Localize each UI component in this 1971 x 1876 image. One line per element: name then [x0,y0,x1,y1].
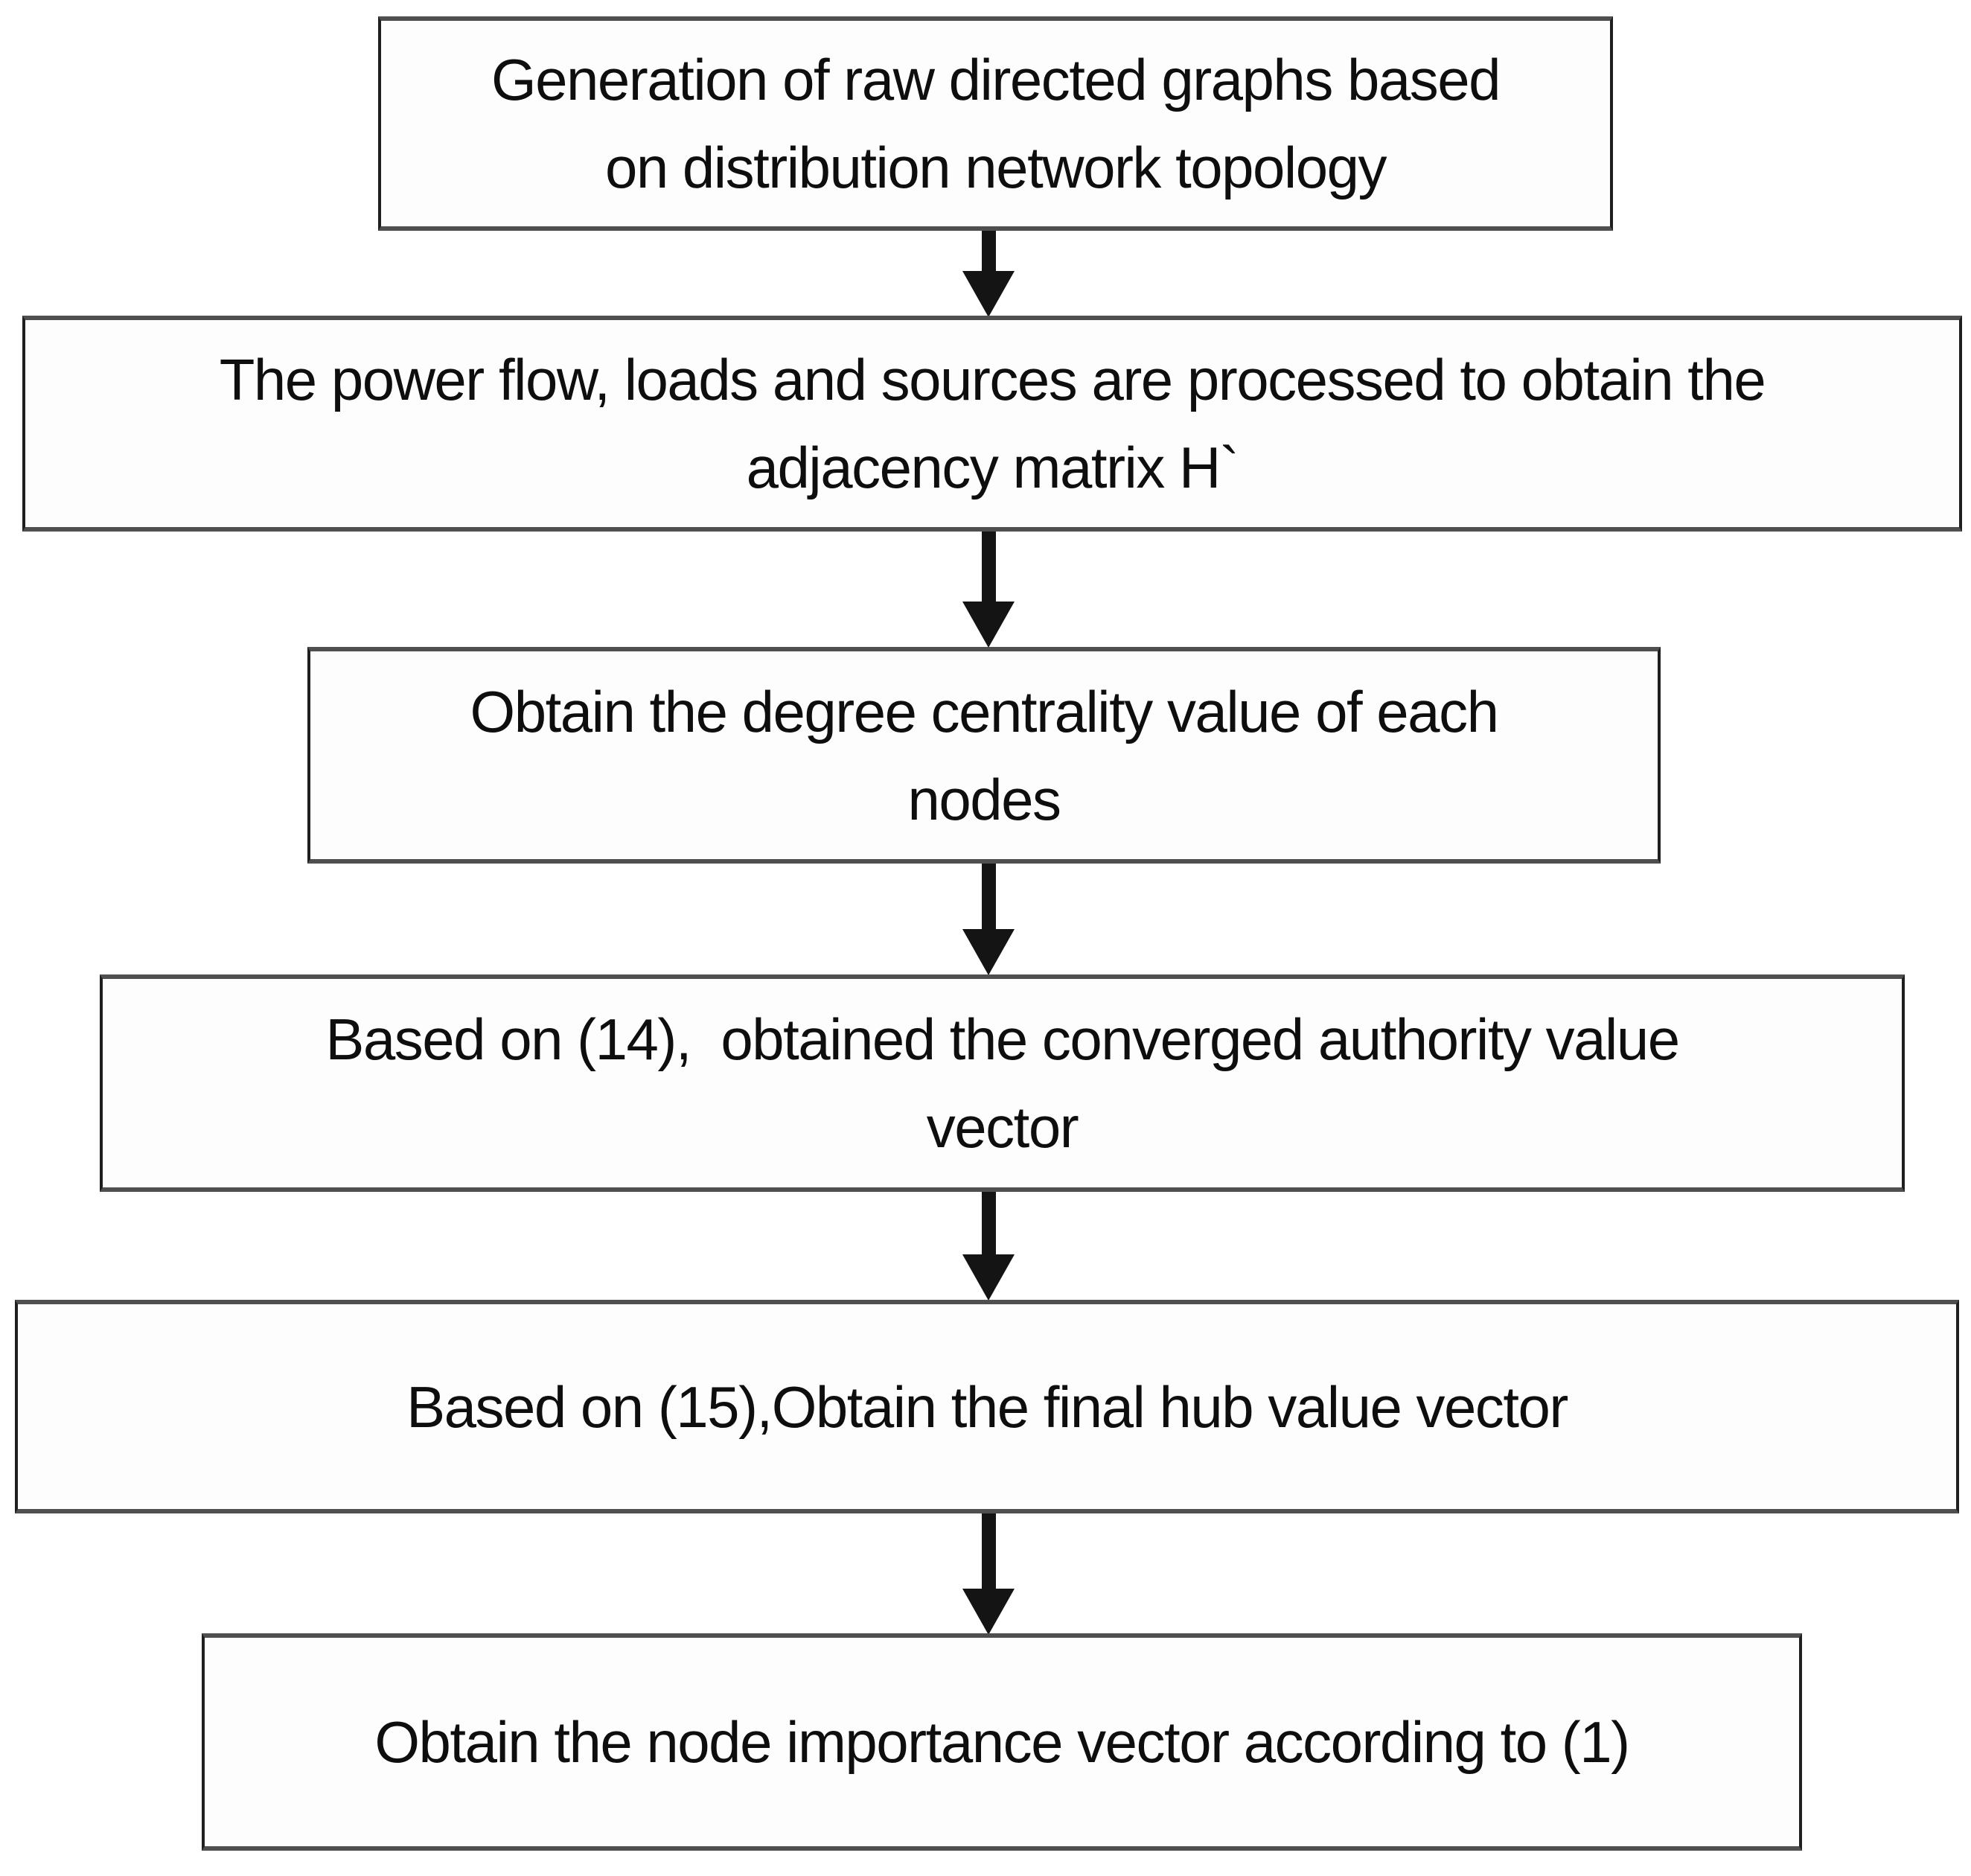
arrow-stem [981,229,996,271]
arrow-stem [981,861,996,929]
flow-box-hub-vector: Based on (15),Obtain the final hub value… [15,1300,1959,1513]
arrow-down-icon [962,1254,1015,1301]
box-text-line: Generation of raw directed graphs based [491,47,1501,112]
flow-box-adjacency-matrix: The power flow, loads and sources are pr… [22,316,1962,532]
arrow-down-icon [962,602,1015,648]
box-text-line: Based on (14), obtained the converged au… [325,1006,1680,1072]
arrow-stem [981,1190,996,1254]
flow-box-node-importance: Obtain the node importance vector accord… [202,1633,1802,1851]
arrow-stem [981,530,996,602]
box-text-line: Obtain the node importance vector accord… [374,1709,1630,1775]
arrow-down-icon [962,1589,1015,1635]
box-text-line: nodes [907,766,1061,832]
arrow-down-icon [962,929,1015,975]
arrow-stem [981,1512,996,1589]
flow-connector-4 [962,1190,1015,1301]
flow-box-authority-vector: Based on (14), obtained the converged au… [100,974,1905,1192]
flow-connector-5 [962,1512,1015,1635]
flow-connector-2 [962,530,1015,648]
box-text-line: on distribution network topology [605,135,1387,200]
flow-connector-3 [962,861,1015,975]
flow-connector-1 [962,229,1015,317]
box-text-line: Based on (15),Obtain the final hub value… [406,1374,1568,1440]
flow-box-generate-graphs: Generation of raw directed graphs based … [378,16,1613,231]
box-text-line: The power flow, loads and sources are pr… [219,347,1766,412]
box-text-line: adjacency matrix H` [746,435,1239,500]
box-text-line: vector [926,1094,1079,1160]
box-text-line: Obtain the degree centrality value of ea… [470,678,1499,744]
flow-box-degree-centrality: Obtain the degree centrality value of ea… [307,647,1661,864]
arrow-down-icon [962,271,1015,317]
